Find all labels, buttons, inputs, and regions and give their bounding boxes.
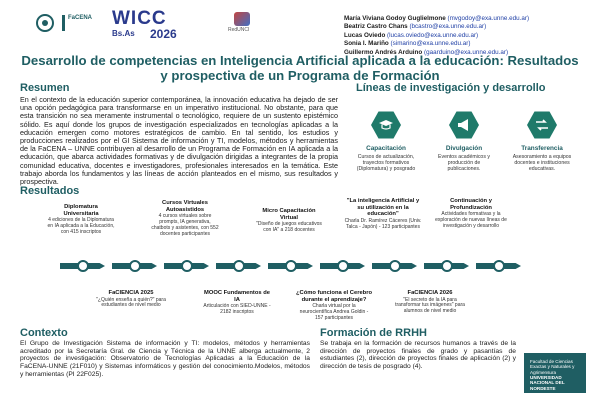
timeline-dot bbox=[441, 260, 453, 272]
resultado-item: FaCIENCIA 2026 "El secreto de la IA para… bbox=[395, 290, 465, 315]
contexto-text: El Grupo de Investigación Sistema de inf… bbox=[20, 340, 310, 378]
author-email[interactable]: (simarino@exa.unne.edu.ar) bbox=[390, 40, 471, 48]
resultado-item: Continuación y Profundización Actividade… bbox=[435, 198, 507, 229]
timeline-dot bbox=[77, 260, 89, 272]
author-email[interactable]: (gaarduino@exa.unne.edu.ar) bbox=[424, 48, 509, 56]
linea-item: Capacitación Cursos de actualización, tr… bbox=[356, 110, 416, 172]
author-line: Guillermo Andrés Arduino (gaarduino@exa.… bbox=[344, 48, 509, 56]
author-line: Sonia I. Mariño (simarino@exa.unne.edu.a… bbox=[344, 40, 471, 48]
poster-header: FaCENA WICC Bs.As 2026 RedUNCI María Viv… bbox=[0, 0, 600, 56]
contexto-heading: Contexto bbox=[20, 327, 68, 339]
wicc-logo-sub: Bs.As bbox=[112, 29, 135, 38]
author-line: María Viviana Godoy Guglielmone (mvgodoy… bbox=[344, 15, 530, 22]
rrhh-heading: Formación de RRHH bbox=[320, 327, 427, 339]
resultado-item: Micro Capacitación Virtual "Diseño de ju… bbox=[256, 208, 322, 233]
megaphone-icon bbox=[449, 111, 479, 139]
redunci-logo: RedUNCI bbox=[228, 12, 258, 34]
timeline-dot bbox=[181, 260, 193, 272]
resultado-item: "La inteligencia Artificial y su utiliza… bbox=[344, 198, 422, 230]
resultados-timeline bbox=[60, 260, 530, 272]
lineas-heading: Líneas de investigación y desarrollo bbox=[356, 82, 546, 94]
rrhh-text: Se trabaja en la formación de recursos h… bbox=[320, 340, 516, 371]
timeline-dot bbox=[389, 260, 401, 272]
transfer-icon bbox=[527, 111, 557, 139]
wicc-logo-title: WICC bbox=[112, 8, 167, 29]
wicc-logo-year: 2026 bbox=[150, 27, 177, 41]
resultado-item: Diplomatura Universitaria 4 ediciones de… bbox=[47, 204, 115, 235]
linea-item: Divulgación Eventos académicos y producc… bbox=[434, 110, 494, 172]
facena-logo: FaCENA bbox=[62, 13, 102, 33]
graduation-cap-icon bbox=[371, 111, 401, 139]
author-email[interactable]: (mvgodoy@exa.unne.edu.ar) bbox=[447, 15, 530, 22]
resultado-item: FaCIENCIA 2025 "¿Quién enseña a quién?" … bbox=[96, 290, 166, 309]
timeline-dot bbox=[129, 260, 141, 272]
resumen-text: En el contexto de la educación superior … bbox=[20, 95, 338, 187]
linea-item: Transferencia Asesoramiento a equipos do… bbox=[512, 110, 572, 172]
wicc-logo: WICC Bs.As 2026 bbox=[112, 8, 212, 41]
author-list: María Viviana Godoy Guglielmone (mvgodoy… bbox=[344, 15, 594, 57]
resultado-item: ¿Cómo funciona el Cerebro durante el apr… bbox=[296, 290, 373, 321]
resultado-item: MOOC Fundamentos de IA Articulación con … bbox=[203, 290, 271, 315]
facena-footer-logo: Facultad de Ciencias Exactas y Naturales… bbox=[524, 353, 586, 393]
resultado-item: Cursos Virtuales Autoasistidos 4 cursos … bbox=[151, 200, 219, 237]
author-email[interactable]: (bcastro@exa.unne.edu.ar) bbox=[409, 23, 487, 31]
timeline-dot bbox=[337, 260, 349, 272]
timeline-dot bbox=[233, 260, 245, 272]
poster-title: Desarrollo de competencias en Inteligenc… bbox=[21, 53, 579, 83]
timeline-dot bbox=[493, 260, 505, 272]
author-email[interactable]: (lucas.oviedo@exa.unne.edu.ar) bbox=[387, 31, 479, 39]
resultados-heading: Resultados bbox=[20, 185, 80, 197]
author-line: Beatriz Castro Chans (bcastro@exa.unne.e… bbox=[344, 23, 487, 31]
resumen-heading: Resumen bbox=[20, 82, 70, 94]
unne-logo bbox=[36, 14, 54, 32]
timeline-dot bbox=[285, 260, 297, 272]
lineas-panel: Capacitación Cursos de actualización, tr… bbox=[356, 98, 576, 184]
author-line: Lucas Oviedo (lucas.oviedo@exa.unne.edu.… bbox=[344, 31, 479, 39]
